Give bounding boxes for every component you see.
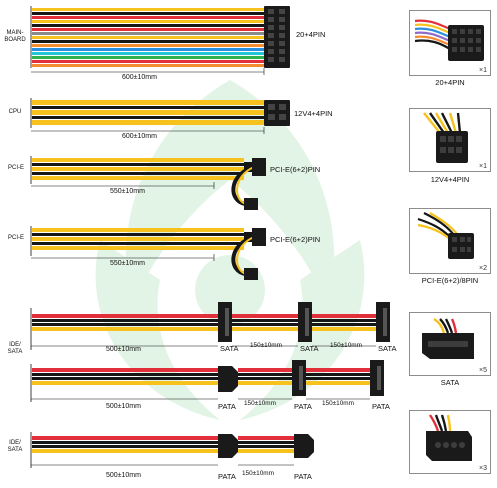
pcie1-side-label: PCI-E [7,165,24,171]
ide-sata1-seg1-label: 150±10mm [250,342,282,349]
ide-sata2-length-label: 500±10mm [106,403,141,410]
photo2-label: 12V4+4PIN [430,175,470,184]
ide-sata1-length-label: 500±10mm [106,346,141,353]
ide-sata1-cable [30,302,390,350]
photo-pata: ×3 [409,410,491,474]
ide-sata1-side-label: IDE/ SATA [2,342,28,356]
pcie1-connector-label: PCI-E(6+2)PIN [270,165,321,174]
mainboard-label-line1: MAIN- [6,30,24,36]
photo-sata: ×5 [409,312,491,376]
pcie1-cable [30,156,266,210]
photo1-label: 20+4PIN [435,78,465,87]
mainboard-length-label: 600±10mm [122,74,157,81]
photo5-qty: ×3 [479,465,487,472]
ide-sata2-cable [30,360,384,402]
photo1-qty: ×1 [479,67,487,74]
mainboard-connector-label: 20+4PIN [296,30,326,39]
photo-pcie-8pin: ×2 [409,208,491,274]
sata-connector-icon [422,318,474,359]
cpu-cable [30,98,290,134]
ide-sata1-conn2-label: SATA [300,344,319,353]
mainboard-side-label: MAIN- BOARD [2,30,28,44]
photo2-qty: ×1 [479,163,487,170]
mainboard-cable [30,6,290,75]
photo-20-4pin: ×1 [409,10,491,76]
photo3-label: PCI-E(6+2)/8PIN [421,276,479,285]
ide-sata3-side-label: IDE/ SATA [2,440,28,454]
pcie-connector-icon [417,212,474,259]
atx-connector-icon [414,19,484,61]
ide-sata1-seg2-label: 150±10mm [330,342,362,349]
ide-sata3-cable [30,432,314,468]
pcie2-cable [30,226,266,280]
ide-sata1-label-line2: SATA [7,349,23,355]
ide-sata2-conn3-label: PATA [372,402,390,411]
ide-sata3-length-label: 500±10mm [106,472,141,479]
ide-sata1-label-line1: IDE/ [9,342,21,348]
pcie1-length-label: 550±10mm [110,188,145,195]
cpu-length-label: 600±10mm [122,133,157,140]
ide-sata3-seg1-label: 150±10mm [242,470,274,477]
ide-sata2-seg1-label: 150±10mm [244,400,276,407]
cpu-connector-label: 12V4+4PIN [294,109,333,118]
ide-sata3-label-line1: IDE/ [9,440,21,446]
photo4-label: SATA [440,378,460,387]
photo-12v-4-4pin: ×1 [409,108,491,172]
ide-sata2-seg2-label: 150±10mm [322,400,354,407]
ide-sata3-conn2-label: PATA [294,472,312,481]
molex-connector-icon [426,414,472,461]
pcie2-length-label: 550±10mm [110,260,145,267]
ide-sata3-label-line2: SATA [7,447,23,453]
photo3-qty: ×2 [479,265,487,272]
ide-sata1-conn3-label: SATA [378,344,397,353]
cpu-connector-icon [423,112,468,163]
ide-sata2-conn1-label: PATA [218,402,236,411]
mainboard-label-line2: BOARD [4,37,26,43]
photo4-qty: ×5 [479,367,487,374]
pcie2-side-label: PCI-E [7,235,24,241]
ide-sata2-conn2-label: PATA [294,402,312,411]
ide-sata3-conn1-label: PATA [218,472,236,481]
ide-sata1-conn1-label: SATA [220,344,239,353]
cpu-side-label: CPU [8,109,22,115]
pcie2-connector-label: PCI-E(6+2)PIN [270,235,321,244]
